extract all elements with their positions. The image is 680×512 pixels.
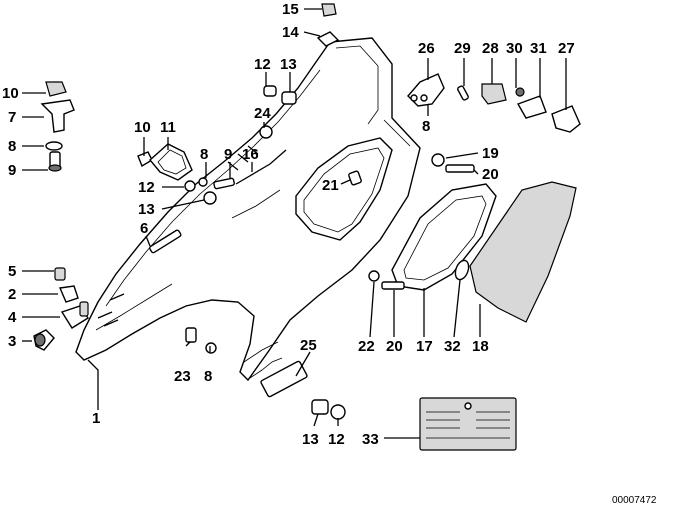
callout-20-lower: 20	[386, 338, 403, 355]
callout-23: 23	[174, 368, 191, 385]
callout-13-top: 13	[280, 56, 297, 73]
callout-25: 25	[300, 337, 317, 354]
callout-32: 32	[444, 338, 461, 355]
callout-3: 3	[8, 333, 16, 350]
callout-5: 5	[8, 263, 16, 280]
callout-9-left: 9	[8, 162, 16, 179]
top-center-hardware	[259, 3, 340, 139]
callout-labels: 1 2 3 4 5 6 7 8 8 8 8 9 9 10 10 11 12 12…	[2, 1, 575, 448]
callout-12-top: 12	[254, 56, 271, 73]
callout-9-center: 9	[224, 146, 232, 163]
callout-10-left: 10	[2, 85, 19, 102]
callout-12-bottom: 12	[328, 431, 345, 448]
callout-26: 26	[418, 40, 435, 57]
callout-19: 19	[482, 145, 499, 162]
callout-30: 30	[506, 40, 523, 57]
bottom-hardware	[260, 360, 346, 420]
callout-31: 31	[530, 40, 547, 57]
callout-7: 7	[8, 109, 16, 126]
info-label-part	[419, 397, 517, 451]
callout-16: 16	[242, 146, 259, 163]
window-clip-part	[348, 170, 362, 186]
callout-1: 1	[92, 410, 100, 427]
callout-15: 15	[282, 1, 299, 18]
callout-14: 14	[282, 24, 299, 41]
callout-8-top-right: 8	[422, 118, 430, 135]
lower-center-hardware	[185, 327, 217, 354]
trim-strip-part	[149, 229, 182, 254]
callout-33: 33	[362, 431, 379, 448]
diagram-reference-number: 00007472	[612, 495, 657, 506]
callout-11: 11	[160, 119, 176, 136]
callout-13-bottom: 13	[302, 431, 319, 448]
gasket-part	[391, 183, 497, 291]
cover-panel-part	[469, 181, 577, 323]
center-left-hardware	[137, 143, 287, 205]
side-panel-part	[75, 37, 421, 382]
leader-lines	[22, 8, 567, 439]
right-bolt-hardware	[431, 153, 475, 173]
callout-13-left: 13	[138, 201, 155, 218]
callout-20-right: 20	[482, 166, 499, 183]
callout-10-center: 10	[134, 119, 151, 136]
top-left-bracket-cluster	[40, 81, 75, 172]
callout-28: 28	[482, 40, 499, 57]
callout-29: 29	[454, 40, 471, 57]
callout-2: 2	[8, 286, 16, 303]
lower-right-hardware	[368, 270, 405, 290]
callout-8-bottom: 8	[204, 368, 212, 385]
callout-27: 27	[558, 40, 575, 57]
callout-4: 4	[8, 309, 17, 326]
callout-8-left: 8	[8, 138, 16, 155]
callout-21: 21	[322, 177, 339, 194]
callout-12-left: 12	[138, 179, 155, 196]
top-right-bracket-cluster	[407, 73, 581, 133]
callout-24: 24	[254, 105, 271, 122]
callout-18: 18	[472, 338, 489, 355]
callout-8-center: 8	[200, 146, 208, 163]
callout-22: 22	[358, 338, 375, 355]
callout-6: 6	[140, 220, 148, 237]
callout-17: 17	[416, 338, 433, 355]
left-fastener-cluster	[33, 267, 89, 351]
spacer-sleeve-part	[454, 259, 470, 281]
